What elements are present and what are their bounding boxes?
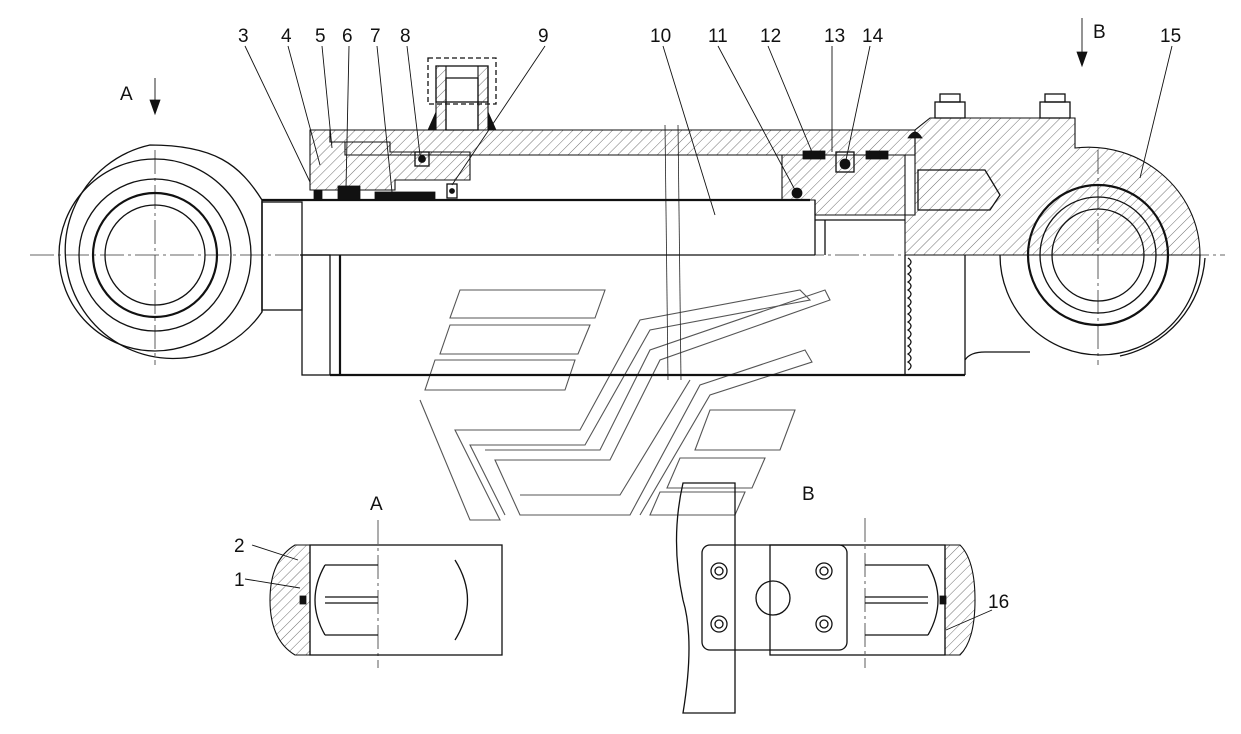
break-line-right (677, 124, 682, 381)
callout-12: 12 (760, 26, 781, 47)
callout-6: 6 (342, 26, 353, 47)
detail-view-a: A (269, 494, 503, 668)
cylinder-barrel (301, 219, 1030, 377)
break-line-left (664, 124, 669, 381)
detail-b-label: B (802, 484, 815, 505)
gland-head (309, 129, 471, 201)
callout-8: 8 (400, 26, 411, 47)
callout-labels: 3 4 5 6 7 8 9 10 11 12 13 14 15 2 1 16 (234, 26, 1181, 613)
callout-9: 9 (538, 26, 549, 47)
detail-view-b: B (675, 482, 976, 714)
callout-4: 4 (281, 26, 292, 47)
callout-2: 2 (234, 536, 245, 557)
callout-15: 15 (1160, 26, 1181, 47)
view-marker-a: A (120, 78, 161, 116)
callout-16: 16 (988, 592, 1009, 613)
callout-7: 7 (370, 26, 381, 47)
callout-5: 5 (315, 26, 326, 47)
oil-port (427, 57, 497, 131)
callout-10: 10 (650, 26, 671, 47)
callout-leaders (244, 45, 1173, 631)
callout-11: 11 (708, 26, 728, 47)
view-marker-b: B (1076, 18, 1106, 68)
rod-eye-left (58, 144, 303, 360)
callout-1: 1 (234, 570, 245, 591)
view-marker-a-label: A (120, 84, 133, 105)
view-marker-b-label: B (1093, 22, 1106, 43)
callout-13: 13 (824, 26, 845, 47)
detail-a-label: A (370, 494, 383, 515)
watermark-logo (419, 289, 831, 521)
callout-3: 3 (238, 26, 249, 47)
piston-rod (262, 198, 816, 256)
rear-end-cap (904, 93, 1206, 357)
piston (781, 150, 906, 216)
callout-14: 14 (862, 26, 884, 47)
